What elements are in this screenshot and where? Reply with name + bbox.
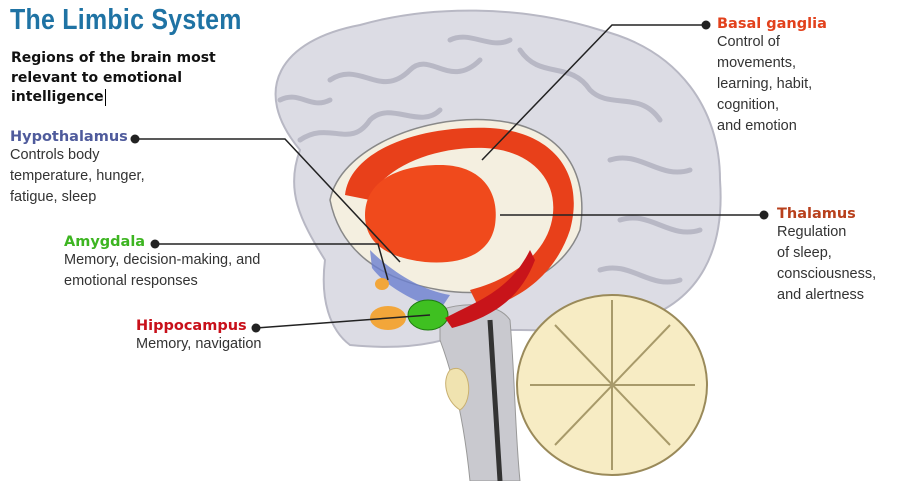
region-description: Regulation of sleep, consciousness, and …: [777, 224, 877, 303]
amygdala-dot: [150, 239, 160, 249]
page-title: The Limbic System: [10, 4, 242, 36]
region-hypothalamus: Hypothalamus Controls body temperature, …: [10, 129, 145, 208]
region-amygdala: Amygdala Memory, decision-making, and em…: [64, 234, 260, 292]
thalamus-dot: [759, 210, 769, 220]
text-cursor: [104, 88, 106, 106]
region-description: Memory, navigation: [136, 336, 262, 352]
region-label: Amygdala: [64, 234, 146, 250]
region-description: Memory, decision-making, and emotional r…: [64, 252, 261, 289]
region-label: Hippocampus: [136, 318, 247, 334]
region-description: Control of movements, learning, habit, c…: [717, 34, 813, 134]
hippocampus-dot: [251, 323, 261, 333]
region-label: Basal ganglia: [717, 16, 827, 32]
region-thalamus: Thalamus Regulation of sleep, consciousn…: [777, 206, 876, 306]
region-label: Thalamus: [777, 206, 856, 222]
thalamus-shape: [365, 165, 496, 263]
basal-ganglia-dot: [701, 20, 711, 30]
hippocampus-shape: [445, 250, 535, 328]
pons: [445, 367, 470, 411]
subtitle-text: Regions of the brain most relevant to em…: [11, 50, 216, 105]
hypothalamus-shape: [370, 250, 450, 310]
region-hippocampus: Hippocampus Memory, navigation: [136, 318, 261, 355]
region-description: Controls body temperature, hunger, fatig…: [10, 147, 145, 205]
region-label: Hypothalamus: [10, 129, 128, 145]
hypothalamus-dot: [130, 134, 140, 144]
subtitle: Regions of the brain most relevant to em…: [11, 49, 221, 108]
region-basal-ganglia: Basal ganglia Control of movements, lear…: [717, 16, 827, 137]
